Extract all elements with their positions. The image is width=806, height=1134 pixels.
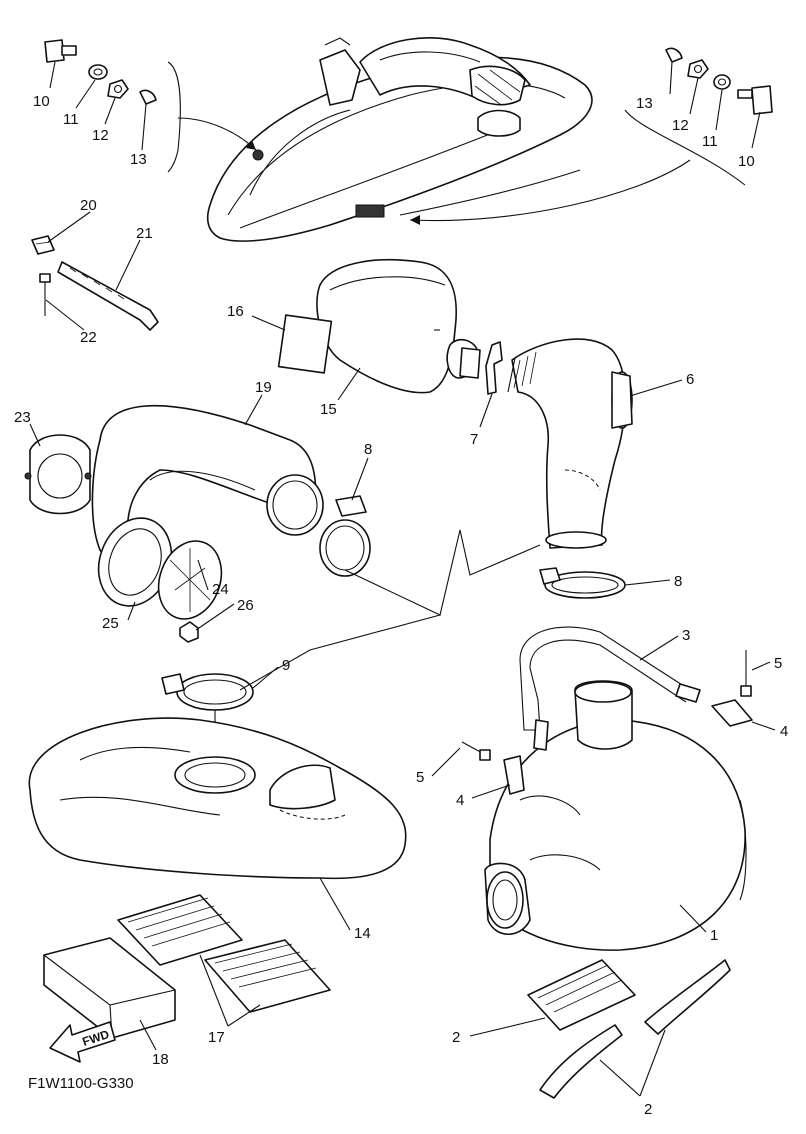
callout-4a: 4 <box>780 723 788 740</box>
callout-25: 25 <box>102 615 119 632</box>
callout-14: 14 <box>354 925 371 942</box>
pads-2 <box>527 959 731 1099</box>
callout-13b: 13 <box>636 95 653 112</box>
callout-8a: 8 <box>364 441 372 458</box>
callout-12a: 12 <box>92 127 109 144</box>
clamp-7 <box>485 341 503 395</box>
callout-6: 6 <box>686 371 694 388</box>
gasket-23 <box>24 434 92 515</box>
callout-4b: 4 <box>456 792 464 809</box>
callout-22: 22 <box>80 329 97 346</box>
hose-band-8b <box>539 567 626 599</box>
callout-20: 20 <box>80 197 97 214</box>
callout-16: 16 <box>227 303 244 320</box>
exhaust-elbow <box>507 338 633 549</box>
callout-10b: 10 <box>738 153 755 170</box>
callout-19: 19 <box>255 379 272 396</box>
callout-24: 24 <box>212 581 229 598</box>
diagram-code: F1W1100-G330 <box>28 1075 134 1092</box>
callout-labels: 10 11 12 13 13 12 11 10 20 21 22 16 15 7… <box>14 93 788 1118</box>
intake-box <box>277 259 481 394</box>
callout-17: 17 <box>208 1029 225 1046</box>
callout-12b: 12 <box>672 117 689 134</box>
callout-5b: 5 <box>416 769 424 786</box>
fastener-set-right <box>665 47 773 115</box>
hose-clip-and-tie <box>31 235 159 331</box>
callout-5a: 5 <box>774 655 782 672</box>
water-box-14 <box>28 717 407 880</box>
bracket-and-rivet <box>461 650 753 795</box>
hull-fitting-icon <box>252 149 264 161</box>
hose-band-9 <box>161 673 254 711</box>
callout-23: 23 <box>14 409 31 426</box>
callout-8b: 8 <box>674 573 682 590</box>
callout-21: 21 <box>136 225 153 242</box>
callout-1: 1 <box>710 927 718 944</box>
muffler-1 <box>484 680 747 951</box>
leader-lines <box>29 61 776 1097</box>
fwd-arrow-icon: FWD <box>49 1021 116 1063</box>
callout-11b: 11 <box>702 133 718 150</box>
watercraft-illustration <box>206 37 593 242</box>
callout-10a: 10 <box>33 93 50 110</box>
exhaust-pipe-19 <box>91 404 324 559</box>
callout-26: 26 <box>237 597 254 614</box>
callout-15: 15 <box>320 401 337 418</box>
callout-18: 18 <box>152 1051 169 1068</box>
callout-2a: 2 <box>452 1029 460 1046</box>
block-18 <box>43 937 176 1039</box>
callout-2b: 2 <box>644 1101 652 1118</box>
callout-7: 7 <box>470 431 478 448</box>
callout-13a: 13 <box>130 151 147 168</box>
fastener-set-left <box>44 39 157 105</box>
hull-fitting-icon <box>355 204 385 218</box>
callout-9: 9 <box>282 657 290 674</box>
callout-3: 3 <box>682 627 690 644</box>
hose-band-8a <box>319 495 371 577</box>
flange-and-plate <box>97 517 223 643</box>
callout-11a: 11 <box>63 111 79 128</box>
pads-17 <box>117 894 331 1013</box>
strap-3 <box>519 626 701 751</box>
